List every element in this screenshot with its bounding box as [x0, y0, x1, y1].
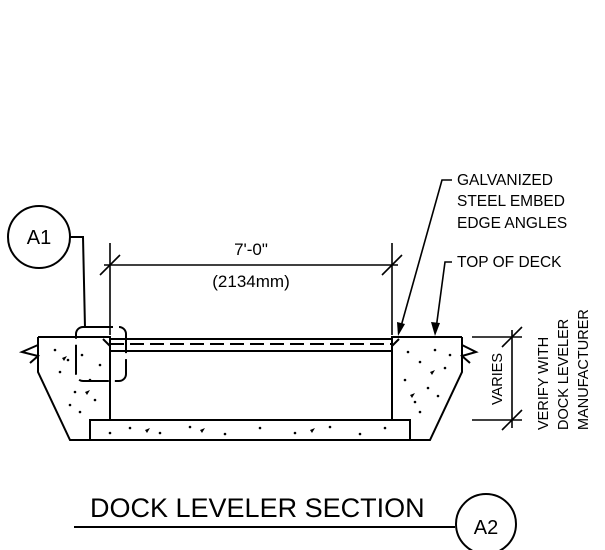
varies-tick-top: [501, 326, 523, 348]
verify-note-line1: VERIFY WITH: [536, 337, 552, 430]
dimension-imperial: 7'-0": [234, 240, 268, 259]
verify-note-line2: DOCK LEVELER: [556, 319, 572, 430]
verify-note-line3: MANUFACTURER: [576, 309, 592, 430]
note-leaders: [399, 179, 452, 331]
callout-a2-label: A2: [474, 517, 498, 539]
callout-a2-circle: [455, 493, 517, 550]
embed-angles-note-line3: EDGE ANGLES: [457, 215, 567, 232]
concrete-pit-section: [37, 336, 463, 441]
left-slab-outline: [37, 336, 111, 441]
right-break-line: [459, 344, 479, 364]
tick-left: [99, 254, 121, 276]
top-of-deck-arrowhead: [431, 322, 440, 336]
width-dimension: [99, 243, 403, 335]
embed-angle-leader: [399, 179, 452, 331]
depth-dimension: [472, 326, 523, 431]
varies-tick-bottom: [501, 409, 523, 431]
top-of-deck-note: TOP OF DECK: [457, 254, 562, 271]
embed-angles-note-line1: GALVANIZED: [457, 172, 553, 189]
drawing-title: DOCK LEVELER SECTION: [90, 493, 425, 523]
varies-label: VARIES: [490, 353, 506, 405]
top-of-deck-leader: [435, 261, 452, 330]
right-embed-angle: [391, 338, 400, 352]
detail-callout-a1: [7, 205, 127, 382]
callout-a1-leader: [70, 236, 86, 329]
embed-angle-arrowhead: [397, 322, 405, 336]
break-lines: [18, 344, 479, 364]
tick-right: [381, 254, 403, 276]
left-embed-angle: [102, 338, 111, 352]
pit-floor-slab: [89, 419, 411, 441]
detail-a1-enclosure: [75, 326, 127, 382]
dimension-metric: (2134mm): [212, 272, 289, 291]
embed-angles-note-line2: STEEL EMBED: [457, 193, 565, 210]
concrete-stipple: [53, 348, 452, 436]
left-break-line: [18, 344, 41, 364]
callout-a1-label: A1: [27, 227, 51, 249]
detail-callout-a2: [455, 493, 517, 550]
